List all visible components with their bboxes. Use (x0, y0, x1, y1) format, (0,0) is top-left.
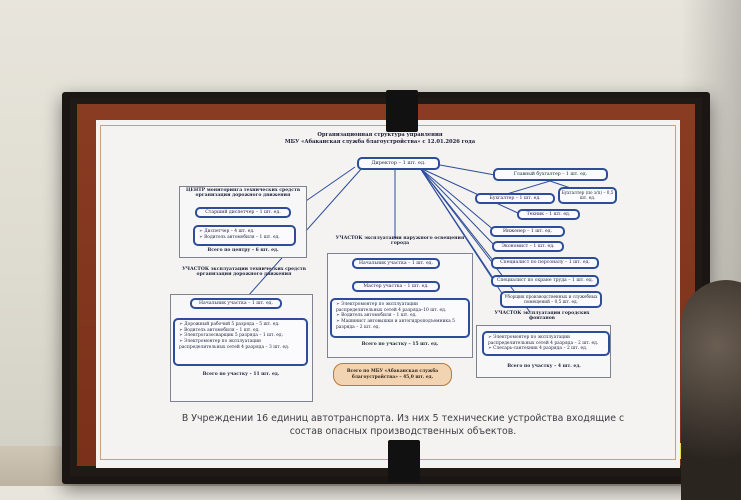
road-total: Всего по участку – 11 шт. ед. (202, 372, 280, 377)
lighting-item-2: ➢ Машинист автовышки и автогидроподъемни… (336, 319, 455, 330)
fountain-staff-list: ➢ Электромонтер по эксплуатации распреде… (482, 331, 610, 356)
payroll-accountant-node: Бухгалтер (по з/п) – 0,5 шт. ед. (558, 187, 617, 204)
road-item-3: ➢ Электромонтер по эксплуатации распреде… (179, 339, 290, 350)
road-section-title: УЧАСТОК эксплуатации технических средств… (182, 267, 306, 278)
director-node: Директор – 1 шт. ед. (357, 157, 440, 170)
lighting-item-0: ➢ Электромонтер по эксплуатации распреде… (336, 302, 447, 313)
slide-title-line1: Организационная структура управления (317, 132, 443, 138)
mbu-total-badge: Всего по МБУ «Абаканская служба благоуст… (333, 363, 452, 386)
engineer-node: Инженер – 1 шт. ед. (490, 226, 565, 237)
center-staff-list: ➢ Диспетчер – 4 шт. ед. ➢ Водитель автом… (193, 225, 296, 246)
lighting-total: Всего по участку – 15 шт. ед. (361, 342, 439, 347)
slide-title: Организационная структура управления МБУ… (260, 132, 500, 145)
slide-caption: В Учреждении 16 единиц автотранспорта. И… (168, 413, 638, 438)
center-item-0: ➢ Диспетчер – 4 шт. ед. (199, 229, 255, 234)
road-item-1: ➢ Водитель автомобиля – 1 шт. ед. (179, 327, 260, 333)
road-head-node: Начальник участка – 1 шт. ед. (190, 298, 282, 309)
road-item-2: ➢ Электрогазосварщик 5 разряда – 1 шт. е… (179, 333, 284, 339)
person-silhouette (681, 280, 741, 500)
safety-specialist-node: Специалист по охране труда – 1 шт. ед. (491, 275, 599, 287)
fountain-section-title: УЧАСТОК эксплуатации городских фонтанов (494, 311, 590, 322)
screen-clip-bottom (388, 440, 420, 482)
caption-line2: состав опасных производственных объектов… (289, 425, 517, 437)
fountain-item-1: ➢ Слесарь-сантехник 4 разряда – 2 шт. ед… (488, 346, 588, 352)
screen-clip-top (386, 90, 418, 132)
lighting-staff-list: ➢ Электромонтер по эксплуатации распреде… (330, 298, 470, 338)
center-item-1: ➢ Водитель автомобиля – 1 шт. ед. (199, 234, 280, 240)
caption-line1: В Учреждении 16 единиц автотранспорта. И… (181, 413, 625, 424)
accountant-node: Бухгалтер – 1 шт. ед. (475, 193, 555, 204)
lighting-head-node: Начальник участка – 1 шт. ед. (352, 258, 440, 269)
technician-node: Техник – 1 шт. ед. (517, 209, 580, 220)
cleaner-node: Уборщик производственных и служебных пом… (500, 291, 602, 308)
road-item-0: ➢ Дорожный рабочий 5 разряда – 5 шт. ед. (179, 322, 280, 327)
center-panel (179, 186, 307, 258)
lighting-master-node: Мастер участка – 1 шт. ед. (352, 281, 440, 292)
fountain-item-0: ➢ Электромонтер по эксплуатации распреде… (488, 335, 599, 346)
road-staff-list: ➢ Дорожный рабочий 5 разряда – 5 шт. ед.… (173, 318, 308, 366)
lighting-section-title: УЧАСТОК эксплуатации наружного освещения… (335, 236, 465, 247)
hr-specialist-node: Специалист по персоналу – 1 шт. ед. (491, 257, 599, 269)
center-title: ЦЕНТР мониторинга технических средств ор… (185, 188, 301, 199)
center-total: Всего по центру – 6 шт. ед. (207, 248, 279, 253)
chief-accountant-node: Главный бухгалтер – 1 шт. ед. (493, 168, 608, 181)
slide-title-line2: МБУ «Абаканская служба благоустройства» … (284, 138, 476, 145)
fountain-total: Всего по участку – 4 шт. ед. (507, 364, 581, 369)
lighting-item-1: ➢ Водитель автомобиля – 1 шт. ед. (336, 313, 417, 319)
economist-node: Экономист – 1 шт. ед. (492, 241, 564, 252)
senior-dispatcher-node: Старший диспетчер – 1 шт. ед. (195, 207, 291, 218)
